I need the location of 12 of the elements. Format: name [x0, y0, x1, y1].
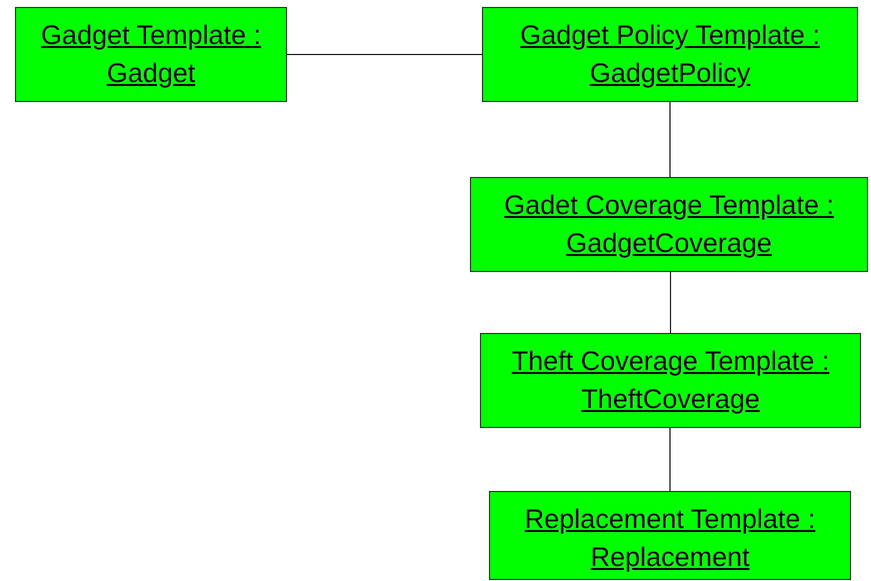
object-box [480, 333, 861, 428]
object-name: Gadget Template : Gadget [40, 19, 262, 90]
object-box [489, 491, 851, 580]
object-box [470, 177, 868, 272]
object-name: Gadget Policy Template : GadgetPolicy [519, 19, 821, 90]
object-name: Gadet Coverage Template : GadgetCoverage [503, 189, 835, 260]
connector-line [286, 54, 482, 55]
object-box [15, 7, 287, 102]
object-name: Replacement Template : Replacement [524, 503, 816, 574]
object-name: Theft Coverage Template : TheftCoverage [510, 345, 830, 416]
connector-line [670, 272, 671, 334]
object-box [482, 7, 858, 102]
